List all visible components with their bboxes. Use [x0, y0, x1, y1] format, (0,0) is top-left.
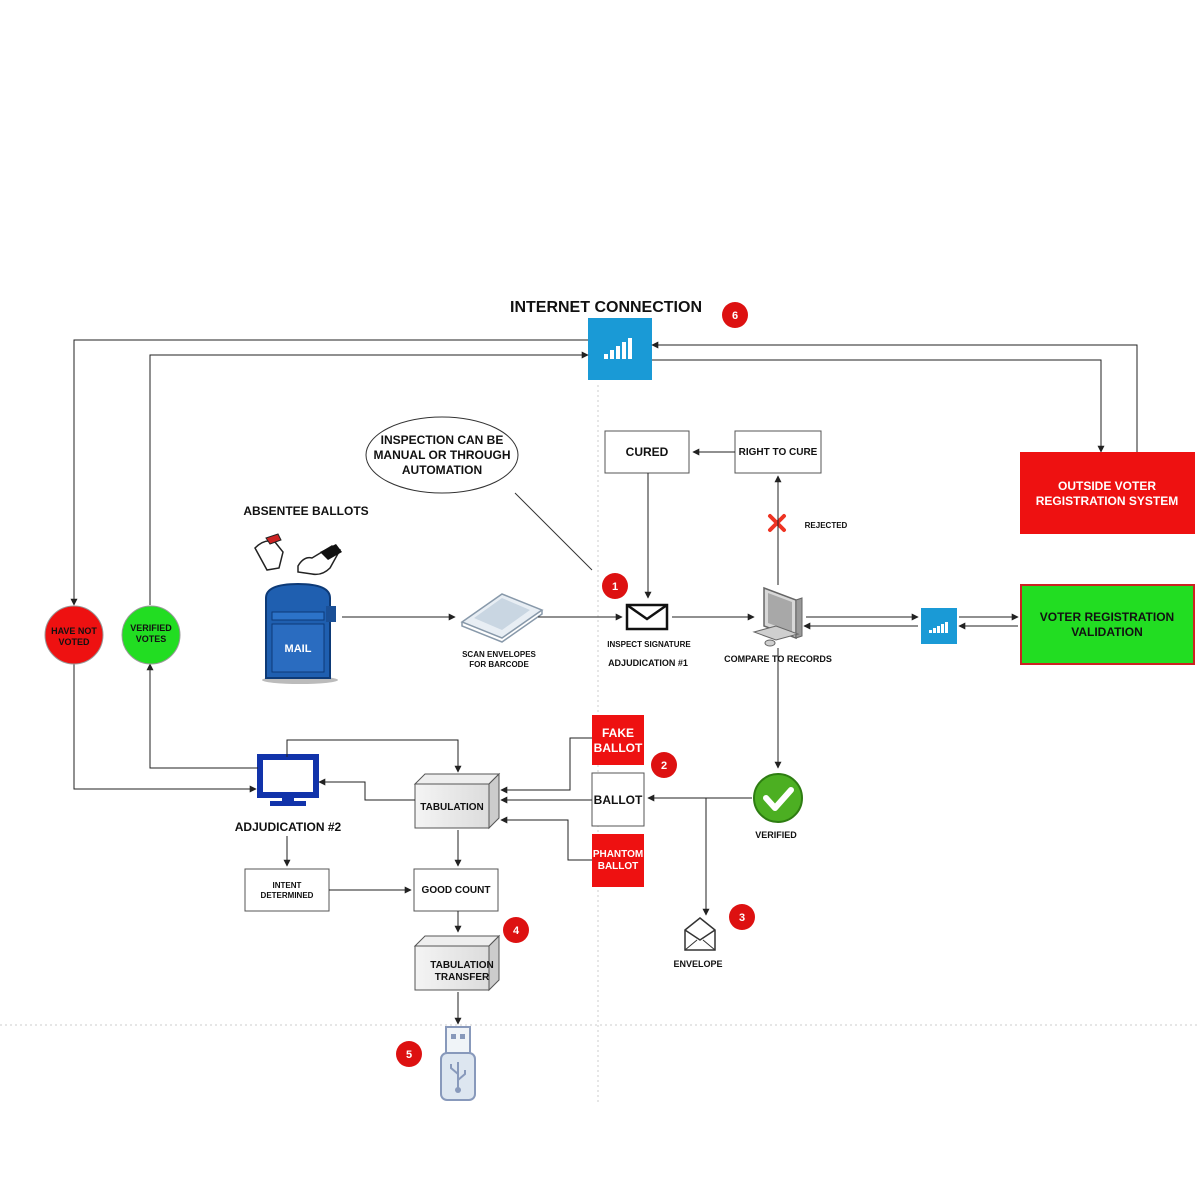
label-rejected: REJECTED: [805, 521, 848, 530]
envelope-open-icon: [684, 917, 716, 951]
title-internet-connection: INTERNET CONNECTION: [510, 299, 702, 316]
svg-text:CURED: CURED: [626, 445, 669, 459]
svg-text:DETERMINED: DETERMINED: [261, 891, 314, 900]
arrow-adj2-to-tabulation: [286, 739, 462, 773]
outside-voter-system-box: OUTSIDE VOTER REGISTRATION SYSTEM: [1020, 452, 1195, 534]
intent-determined-box: INTENT DETERMINED: [244, 868, 330, 912]
svg-text:TABULATION: TABULATION: [430, 960, 494, 971]
svg-text:TABULATION: TABULATION: [420, 802, 484, 813]
hand-ballot-icon: [254, 533, 342, 576]
svg-text:HAVE NOT: HAVE NOT: [51, 626, 97, 636]
have-not-voted-circle: HAVE NOT VOTED: [44, 605, 104, 665]
marker-2: 2: [651, 752, 677, 778]
arrow-wifi-to-outside-system: [652, 359, 1105, 453]
svg-text:MAIL: MAIL: [285, 643, 312, 655]
svg-text:AUTOMATION: AUTOMATION: [402, 463, 482, 477]
svg-text:RIGHT TO CURE: RIGHT TO CURE: [739, 447, 818, 458]
wifi-icon-large: [588, 318, 652, 380]
marker-6: 6: [722, 302, 748, 328]
svg-text:PHANTOM: PHANTOM: [593, 849, 643, 860]
scanner-icon: [460, 593, 544, 643]
rejected-x-icon: [768, 514, 786, 532]
svg-text:BALLOT: BALLOT: [594, 741, 643, 755]
good-count-box: GOOD COUNT: [413, 868, 499, 912]
svg-text:2: 2: [661, 760, 667, 772]
label-inspect-signature: INSPECT SIGNATURE: [607, 640, 691, 649]
svg-text:1: 1: [612, 581, 618, 593]
wifi-icon-small: [921, 608, 957, 644]
svg-text:FAKE: FAKE: [602, 726, 634, 740]
arrow-wifi-to-have-not-voted: [70, 339, 588, 606]
svg-text:VOTES: VOTES: [136, 634, 167, 644]
label-absentee-ballots: ABSENTEE BALLOTS: [243, 504, 368, 518]
marker-1: 1: [602, 573, 628, 599]
verified-check-icon: [753, 773, 803, 823]
svg-text:TRANSFER: TRANSFER: [435, 972, 490, 983]
tabulation-box: TABULATION: [413, 772, 501, 830]
svg-text:VOTER REGISTRATION: VOTER REGISTRATION: [1040, 610, 1174, 624]
arrow-have-not-voted-to-adj2: [73, 664, 257, 793]
svg-text:INSPECTION CAN BE: INSPECTION CAN BE: [381, 433, 504, 447]
marker-4: 4: [503, 917, 529, 943]
verified-votes-circle: VERIFIED VOTES: [121, 605, 181, 665]
svg-text:4: 4: [513, 925, 520, 937]
label-adjudication-1: ADJUDICATION #1: [608, 658, 688, 668]
arrow-phantom-ballot-to-tabulation: [500, 816, 592, 861]
callout-pointer: [514, 492, 593, 571]
right-to-cure-box: RIGHT TO CURE: [734, 430, 822, 474]
usb-drive-icon: [440, 1026, 476, 1101]
svg-text:OUTSIDE VOTER: OUTSIDE VOTER: [1058, 479, 1156, 493]
label-envelope: ENVELOPE: [673, 959, 722, 969]
svg-text:VOTED: VOTED: [58, 637, 90, 647]
label-verified: VERIFIED: [755, 830, 797, 840]
label-scan-1: SCAN ENVELOPES: [462, 650, 536, 659]
label-adjudication-2: ADJUDICATION #2: [235, 820, 342, 834]
fake-ballot-box: FAKE BALLOT: [592, 715, 644, 765]
marker-5: 5: [396, 1041, 422, 1067]
svg-text:REGISTRATION SYSTEM: REGISTRATION SYSTEM: [1036, 494, 1178, 508]
callout-inspection: INSPECTION CAN BE MANUAL OR THROUGH AUTO…: [365, 416, 519, 494]
svg-text:BALLOT: BALLOT: [598, 861, 639, 872]
svg-text:BALLOT: BALLOT: [594, 793, 643, 807]
svg-text:VERIFIED: VERIFIED: [130, 623, 172, 633]
arrow-tabulation-to-adj2: [318, 778, 415, 801]
svg-text:MANUAL OR THROUGH: MANUAL OR THROUGH: [373, 448, 510, 462]
cured-box: CURED: [604, 430, 690, 474]
monitor-icon: [257, 754, 319, 806]
arrow-verified-votes-to-wifi: [149, 351, 589, 605]
tabulation-transfer-box: TABULATION TRANSFER: [413, 934, 501, 992]
mailbox-icon: MAIL: [262, 582, 338, 684]
svg-text:3: 3: [739, 912, 745, 924]
voter-registration-validation-box: VOTER REGISTRATION VALIDATION: [1020, 584, 1195, 665]
computer-icon: [752, 586, 803, 647]
label-scan-2: FOR BARCODE: [469, 660, 529, 669]
envelope-icon: [625, 603, 669, 631]
svg-text:VALIDATION: VALIDATION: [1071, 625, 1143, 639]
svg-text:INTENT: INTENT: [273, 881, 302, 890]
arrow-fake-ballot-to-tabulation: [500, 737, 592, 794]
phantom-ballot-box: PHANTOM BALLOT: [592, 834, 644, 887]
svg-text:GOOD COUNT: GOOD COUNT: [422, 885, 491, 896]
svg-text:6: 6: [732, 310, 738, 322]
marker-3: 3: [729, 904, 755, 930]
arrow-adj2-to-verified-votes: [146, 663, 258, 769]
svg-text:5: 5: [406, 1049, 412, 1061]
arrow-outside-system-to-wifi: [651, 341, 1138, 452]
ballot-box: BALLOT: [591, 772, 645, 827]
